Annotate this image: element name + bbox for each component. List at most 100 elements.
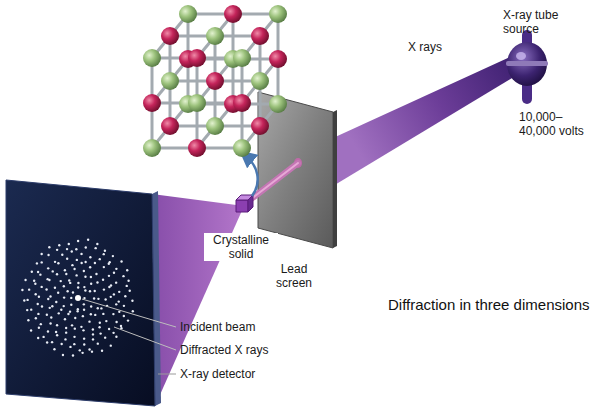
diffraction-spot	[63, 305, 65, 307]
diffraction-spot	[108, 328, 110, 330]
lattice-atom	[233, 94, 251, 112]
diffraction-spot	[65, 331, 67, 333]
diffraction-spot	[83, 286, 85, 288]
diffraction-spot	[115, 336, 117, 338]
diffraction-spot	[73, 268, 75, 270]
diffraction-spot	[69, 346, 71, 348]
diffraction-spot	[113, 293, 115, 295]
diffraction-spot	[103, 253, 105, 255]
diffraction-spot	[31, 271, 33, 273]
diffraction-spot	[83, 337, 85, 339]
diffraction-spot	[118, 291, 120, 293]
diffraction-spot	[37, 337, 39, 339]
diffraction-spot	[90, 276, 92, 278]
diffraction-spot	[49, 295, 51, 297]
part-label: 10,000–40,000 volts	[519, 110, 595, 138]
central-spot	[75, 295, 81, 301]
diffraction-spot	[34, 282, 36, 284]
diffraction-spot	[85, 246, 87, 248]
lattice-atom	[188, 139, 206, 157]
diffraction-spot	[37, 271, 39, 273]
diffraction-spot	[87, 239, 89, 241]
diffraction-spot	[40, 286, 42, 288]
diffraction-spot	[99, 322, 101, 324]
lattice-atom	[143, 49, 161, 67]
diffraction-spot	[68, 279, 70, 281]
diffraction-spot	[58, 244, 60, 246]
diffraction-spot	[81, 352, 83, 354]
diffraction-spot	[103, 288, 105, 290]
lattice-atom	[161, 27, 179, 45]
diffraction-spot	[113, 271, 115, 273]
diffraction-spot	[97, 307, 99, 309]
diffraction-spot	[75, 274, 77, 276]
diffraction-spot	[50, 316, 52, 318]
diffraction-spot	[92, 328, 94, 330]
diffraction-spot	[54, 287, 56, 289]
diffraction-spot	[36, 262, 38, 264]
diffraction-spot	[118, 300, 120, 302]
diffraction-spot	[108, 275, 110, 277]
diffraction-spot	[115, 268, 117, 270]
diffraction-spot	[68, 243, 70, 245]
diffraction-spot	[53, 348, 55, 350]
lattice-atom	[179, 5, 197, 23]
diffraction-spot	[77, 282, 79, 284]
diffraction-spot	[96, 281, 98, 283]
diffraction-spot	[94, 290, 96, 292]
diffraction-spot	[76, 310, 78, 312]
lattice-atom	[161, 72, 179, 90]
diffraction-spot	[84, 289, 86, 291]
diffraction-spot	[40, 261, 42, 263]
lattice-atom	[161, 117, 179, 135]
leader-line	[158, 374, 176, 375]
diffraction-spot	[97, 298, 99, 300]
diffraction-spot	[104, 250, 106, 252]
diffraction-spot	[55, 331, 57, 333]
diffraction-spot	[118, 311, 120, 313]
lattice-atom	[143, 94, 161, 112]
diffraction-spot	[122, 275, 124, 277]
diffraction-spot	[79, 349, 81, 351]
diffraction-spot	[56, 273, 58, 275]
diffraction-spot	[69, 282, 71, 284]
lattice-atom	[269, 50, 287, 68]
diffraction-spot	[24, 279, 26, 281]
diffraction-spot	[83, 270, 85, 272]
lattice-atom	[233, 49, 251, 67]
diffraction-spot	[74, 327, 76, 329]
diffraction-spot	[57, 291, 59, 293]
diffraction-spot	[90, 283, 92, 285]
diffraction-spot	[38, 296, 40, 298]
diffraction-spot	[91, 350, 93, 352]
part-label: X rays	[408, 40, 468, 54]
diffraction-spot	[70, 304, 72, 306]
diffraction-spot	[131, 299, 133, 301]
diffraction-spot	[105, 320, 107, 322]
diffraction-spot	[51, 341, 53, 343]
diffraction-spot	[33, 280, 35, 282]
diffraction-spot	[60, 343, 62, 345]
lattice-atom	[269, 95, 287, 113]
diffraction-spot	[30, 329, 32, 331]
diffraction-spot	[46, 341, 48, 343]
diffraction-spot	[104, 298, 106, 300]
diffraction-spot	[73, 343, 75, 345]
diffraction-spot	[94, 314, 96, 316]
diffraction-spot	[103, 266, 105, 268]
diffraction-spot	[110, 284, 112, 286]
lattice-atom	[224, 5, 242, 23]
diffraction-spot	[110, 296, 112, 298]
diffraction-spot	[47, 267, 49, 269]
diffraction-spot	[69, 310, 71, 312]
diffraction-spot	[56, 334, 58, 336]
diffraction-spot	[66, 248, 68, 250]
diffraction-spot	[120, 260, 122, 262]
diffraction-spot	[80, 253, 82, 255]
diffraction-spot	[56, 249, 58, 251]
diffraction-spot	[61, 253, 63, 255]
diffraction-spot	[72, 291, 74, 293]
xray-detector	[6, 180, 155, 406]
